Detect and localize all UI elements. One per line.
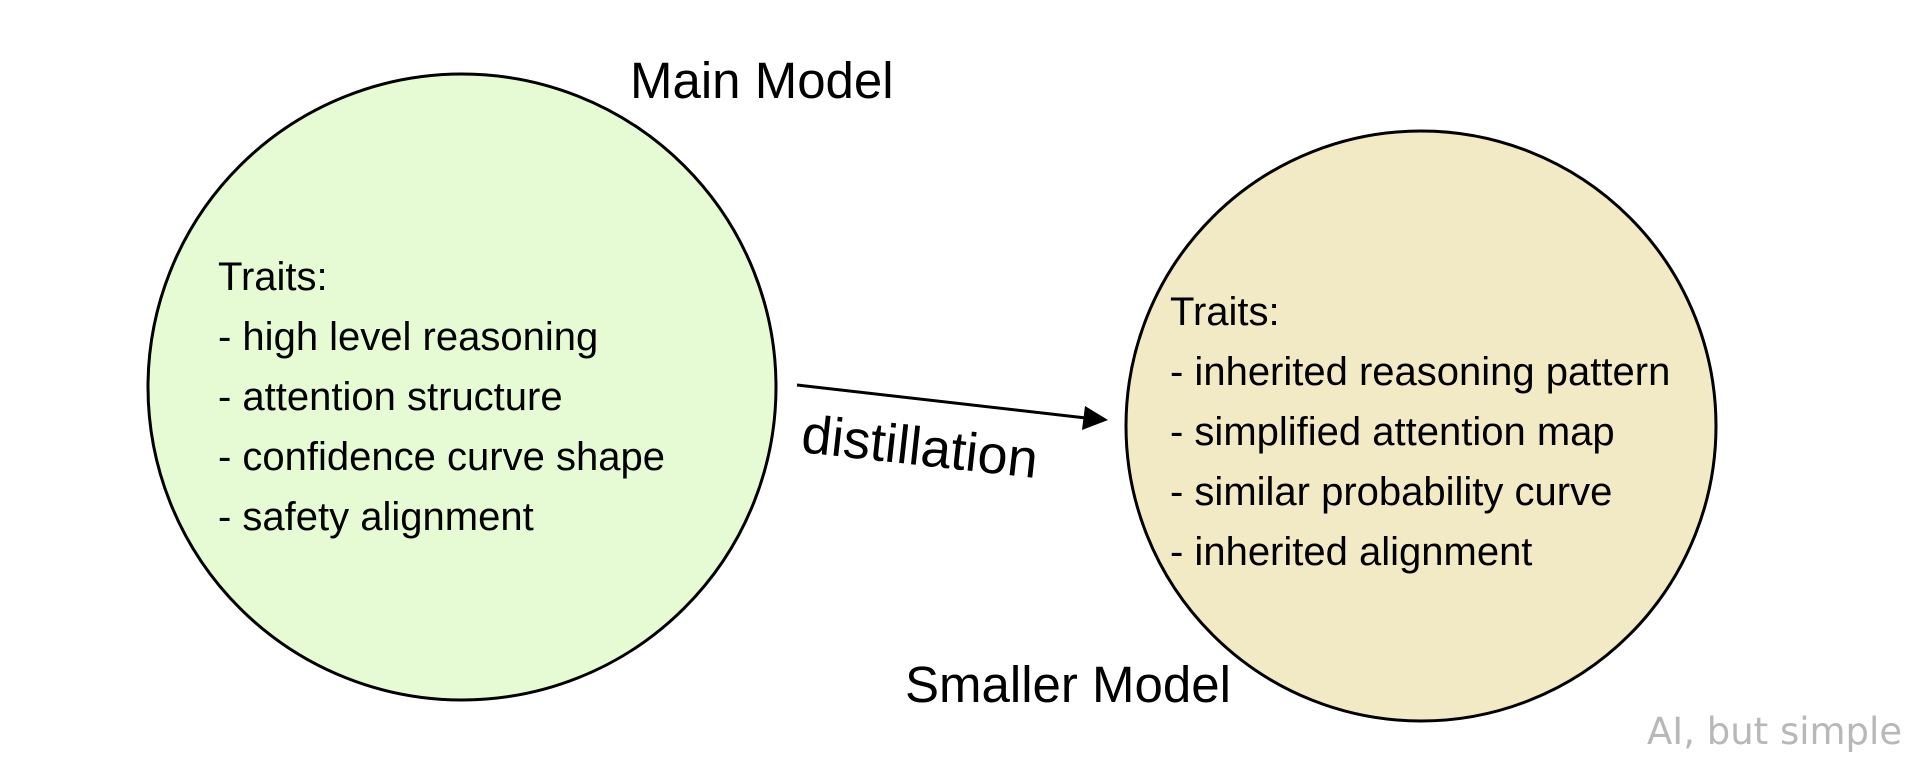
smaller-trait-item: - inherited alignment <box>1170 530 1532 574</box>
smaller-model-title: Smaller Model <box>905 656 1231 713</box>
smaller-trait-item: - simplified attention map <box>1170 410 1615 454</box>
smaller-traits-heading: Traits: <box>1170 290 1280 334</box>
smaller-model-circle <box>1124 129 1718 723</box>
smaller-trait-item: - inherited reasoning pattern <box>1170 350 1670 394</box>
main-model-title: Main Model <box>630 52 894 109</box>
main-model-circle <box>146 72 778 702</box>
smaller-trait-item: - similar probability curve <box>1170 470 1612 514</box>
smaller-model-node: Smaller Model Traits: - inherited reason… <box>905 129 1718 723</box>
distillation-edge: distillation <box>796 383 1108 490</box>
watermark: AI, but simple <box>1647 710 1903 753</box>
main-trait-item: - attention structure <box>218 375 563 419</box>
main-trait-item: - confidence curve shape <box>218 435 665 479</box>
main-model-node: Main Model Traits: - high level reasonin… <box>146 52 894 702</box>
main-trait-item: - high level reasoning <box>218 315 598 359</box>
main-trait-item: - safety alignment <box>218 495 534 539</box>
main-traits-heading: Traits: <box>218 255 328 299</box>
distillation-label: distillation <box>799 404 1041 490</box>
arrowhead-icon <box>1082 406 1108 430</box>
distillation-arrow <box>796 383 1087 420</box>
